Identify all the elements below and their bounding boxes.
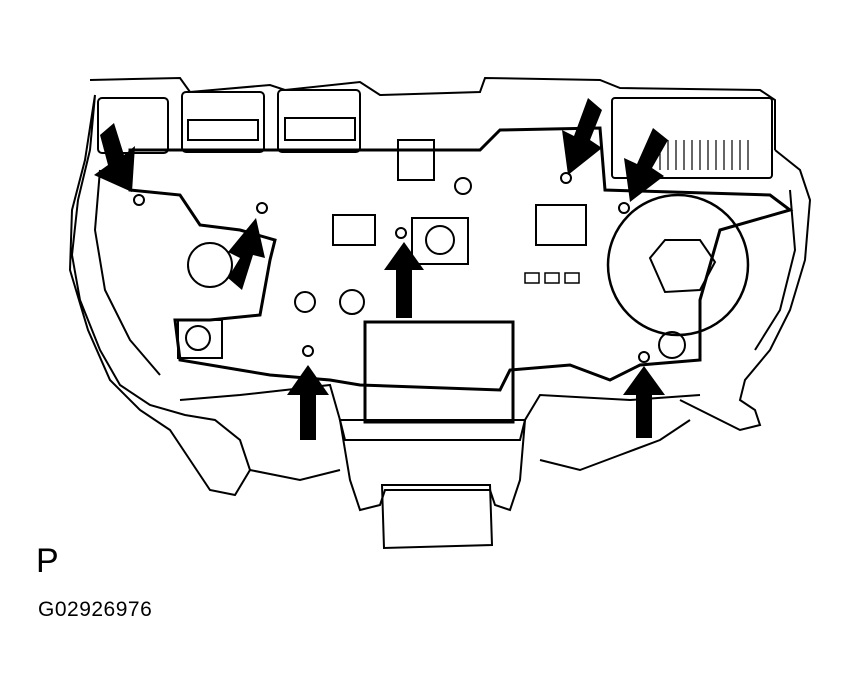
view-letter: P <box>36 542 59 580</box>
screw-upper-right-a <box>560 172 572 184</box>
arrow-screw-center <box>384 242 424 318</box>
figure-id: G02926976 <box>38 598 153 621</box>
screw-board-left <box>256 202 268 214</box>
screw-upper-left <box>133 194 145 206</box>
top-connectors <box>97 89 773 179</box>
arrow-screw-upper-right-a <box>562 98 602 175</box>
circuit-board <box>128 126 794 550</box>
arrow-screw-upper-left <box>94 123 135 192</box>
arrow-screw-board-left <box>228 218 265 290</box>
arrow-screw-upper-right-b <box>624 128 668 202</box>
screw-lower-left <box>302 345 314 357</box>
arrow-screw-lower-right <box>623 366 665 438</box>
housing-outline <box>68 76 812 512</box>
arrow-screw-lower-left <box>287 365 329 440</box>
screw-lower-right <box>638 351 650 363</box>
screw-upper-right-b <box>618 202 630 214</box>
indicator-arrows <box>94 98 668 440</box>
screws <box>133 172 650 363</box>
screw-center <box>395 227 407 239</box>
